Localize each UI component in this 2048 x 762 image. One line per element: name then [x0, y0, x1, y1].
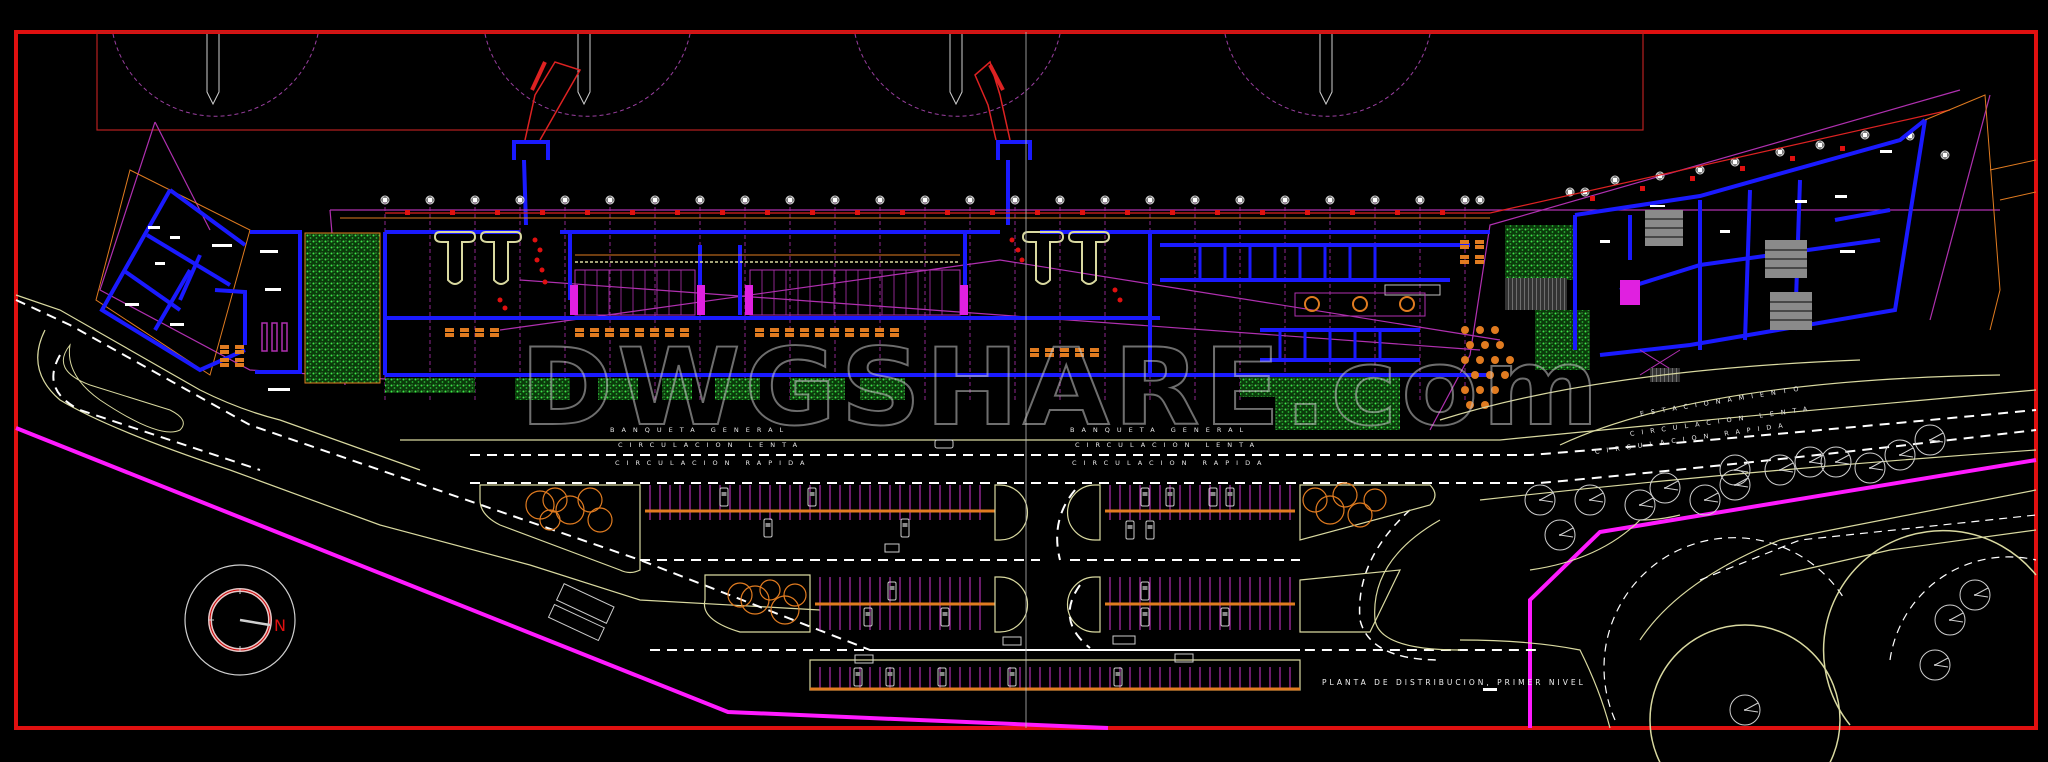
facade-line [340, 109, 1951, 219]
label-slow-right: CIRCULACION LENTA [1075, 441, 1262, 449]
central-fountains [1294, 292, 1426, 317]
check-in-areas [570, 254, 968, 316]
parking-lots [479, 439, 1436, 691]
label-slow-left: CIRCULACION LENTA [618, 441, 805, 449]
site-boundary [15, 426, 2037, 730]
north-label: N [274, 616, 286, 635]
title-underline [1483, 688, 1497, 691]
baggage-carousels [433, 231, 1111, 285]
garden-areas [304, 225, 1590, 430]
label-fast-left: CIRCULACION RAPIDA [615, 459, 812, 467]
watermark: DWGSHARE.com [519, 326, 1603, 450]
road-network [15, 294, 2037, 762]
east-building [1573, 94, 2037, 382]
west-building [95, 169, 302, 391]
drawing-title: PLANTA DE DISTRIBUCION, PRIMER NIVEL [1322, 678, 1586, 687]
flower-planting [1461, 326, 1514, 409]
label-fast-right: CIRCULACION RAPIDA [1072, 459, 1269, 467]
north-arrow-icon [184, 564, 296, 676]
label-sidewalk-left: BANQUETA GENERAL [610, 426, 791, 434]
red-queue-markers [497, 237, 1123, 311]
label-sidewalk-right: BANQUETA GENERAL [1070, 426, 1251, 434]
main-terminal [383, 230, 1490, 377]
landscape-trees [1524, 424, 1991, 726]
parking-row [649, 485, 1291, 690]
apron-area [96, 31, 1644, 226]
